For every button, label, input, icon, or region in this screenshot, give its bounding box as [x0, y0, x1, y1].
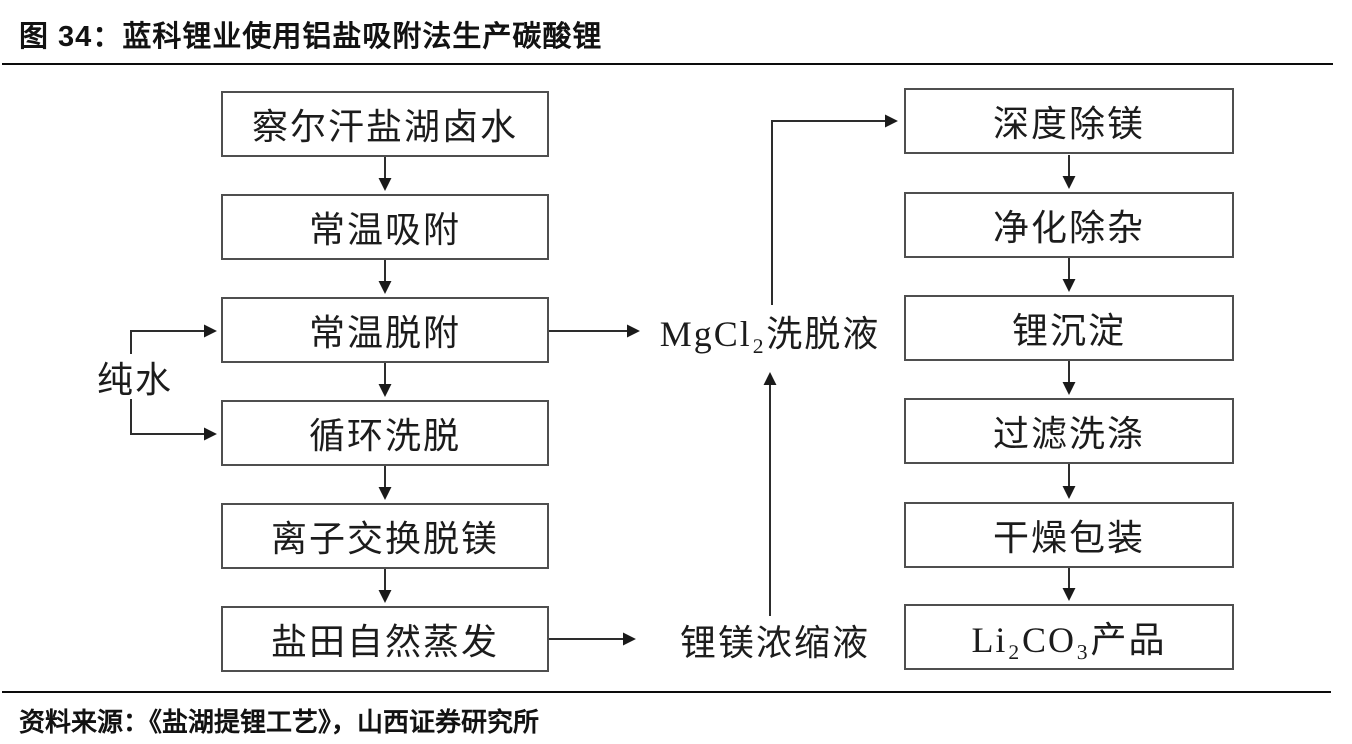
- footer-divider: [2, 691, 1331, 693]
- arrow-mgcl2-eluate-to-deep-mg-removal: [771, 114, 898, 305]
- arrow-pure-water-to-ambient-desorption: [130, 324, 217, 354]
- flow-step-filtration-washing: 过滤洗涤: [904, 398, 1234, 464]
- flow-step-ambient-adsorption: 常温吸附: [221, 194, 549, 260]
- figure-title: 图 34：蓝科锂业使用铝盐吸附法生产碳酸锂: [19, 21, 603, 53]
- flow-step-drying-packaging: 干燥包装: [904, 502, 1234, 568]
- flow-step-cyclic-elution: 循环洗脱: [221, 400, 549, 466]
- source-note: 资料来源：《盐湖提锂工艺》，山西证券研究所: [19, 707, 540, 737]
- label-mgcl2-eluate: MgCl₂洗脱液: [659, 314, 881, 354]
- label-li-mg-concentrate: 锂镁浓缩液: [679, 623, 870, 663]
- label-pure-water: 纯水: [96, 360, 173, 400]
- flow-step-ion-exchange-demag: 离子交换脱镁: [221, 503, 549, 569]
- header-divider: [2, 63, 1333, 65]
- flow-step-ambient-desorption: 常温脱附: [221, 297, 549, 363]
- flow-step-li2co3-product: Li₂CO₃产品: [904, 604, 1234, 670]
- arrow-pure-water-to-cyclic-elution: [130, 399, 217, 441]
- flow-step-li-precipitation: 锂沉淀: [904, 295, 1234, 361]
- flow-step-salt-pond-evaporation: 盐田自然蒸发: [221, 606, 549, 672]
- flow-step-purification: 净化除杂: [904, 192, 1234, 258]
- flow-step-deep-mg-removal: 深度除镁: [904, 88, 1234, 154]
- flow-step-qarhan-brine: 察尔汗盐湖卤水: [221, 91, 549, 157]
